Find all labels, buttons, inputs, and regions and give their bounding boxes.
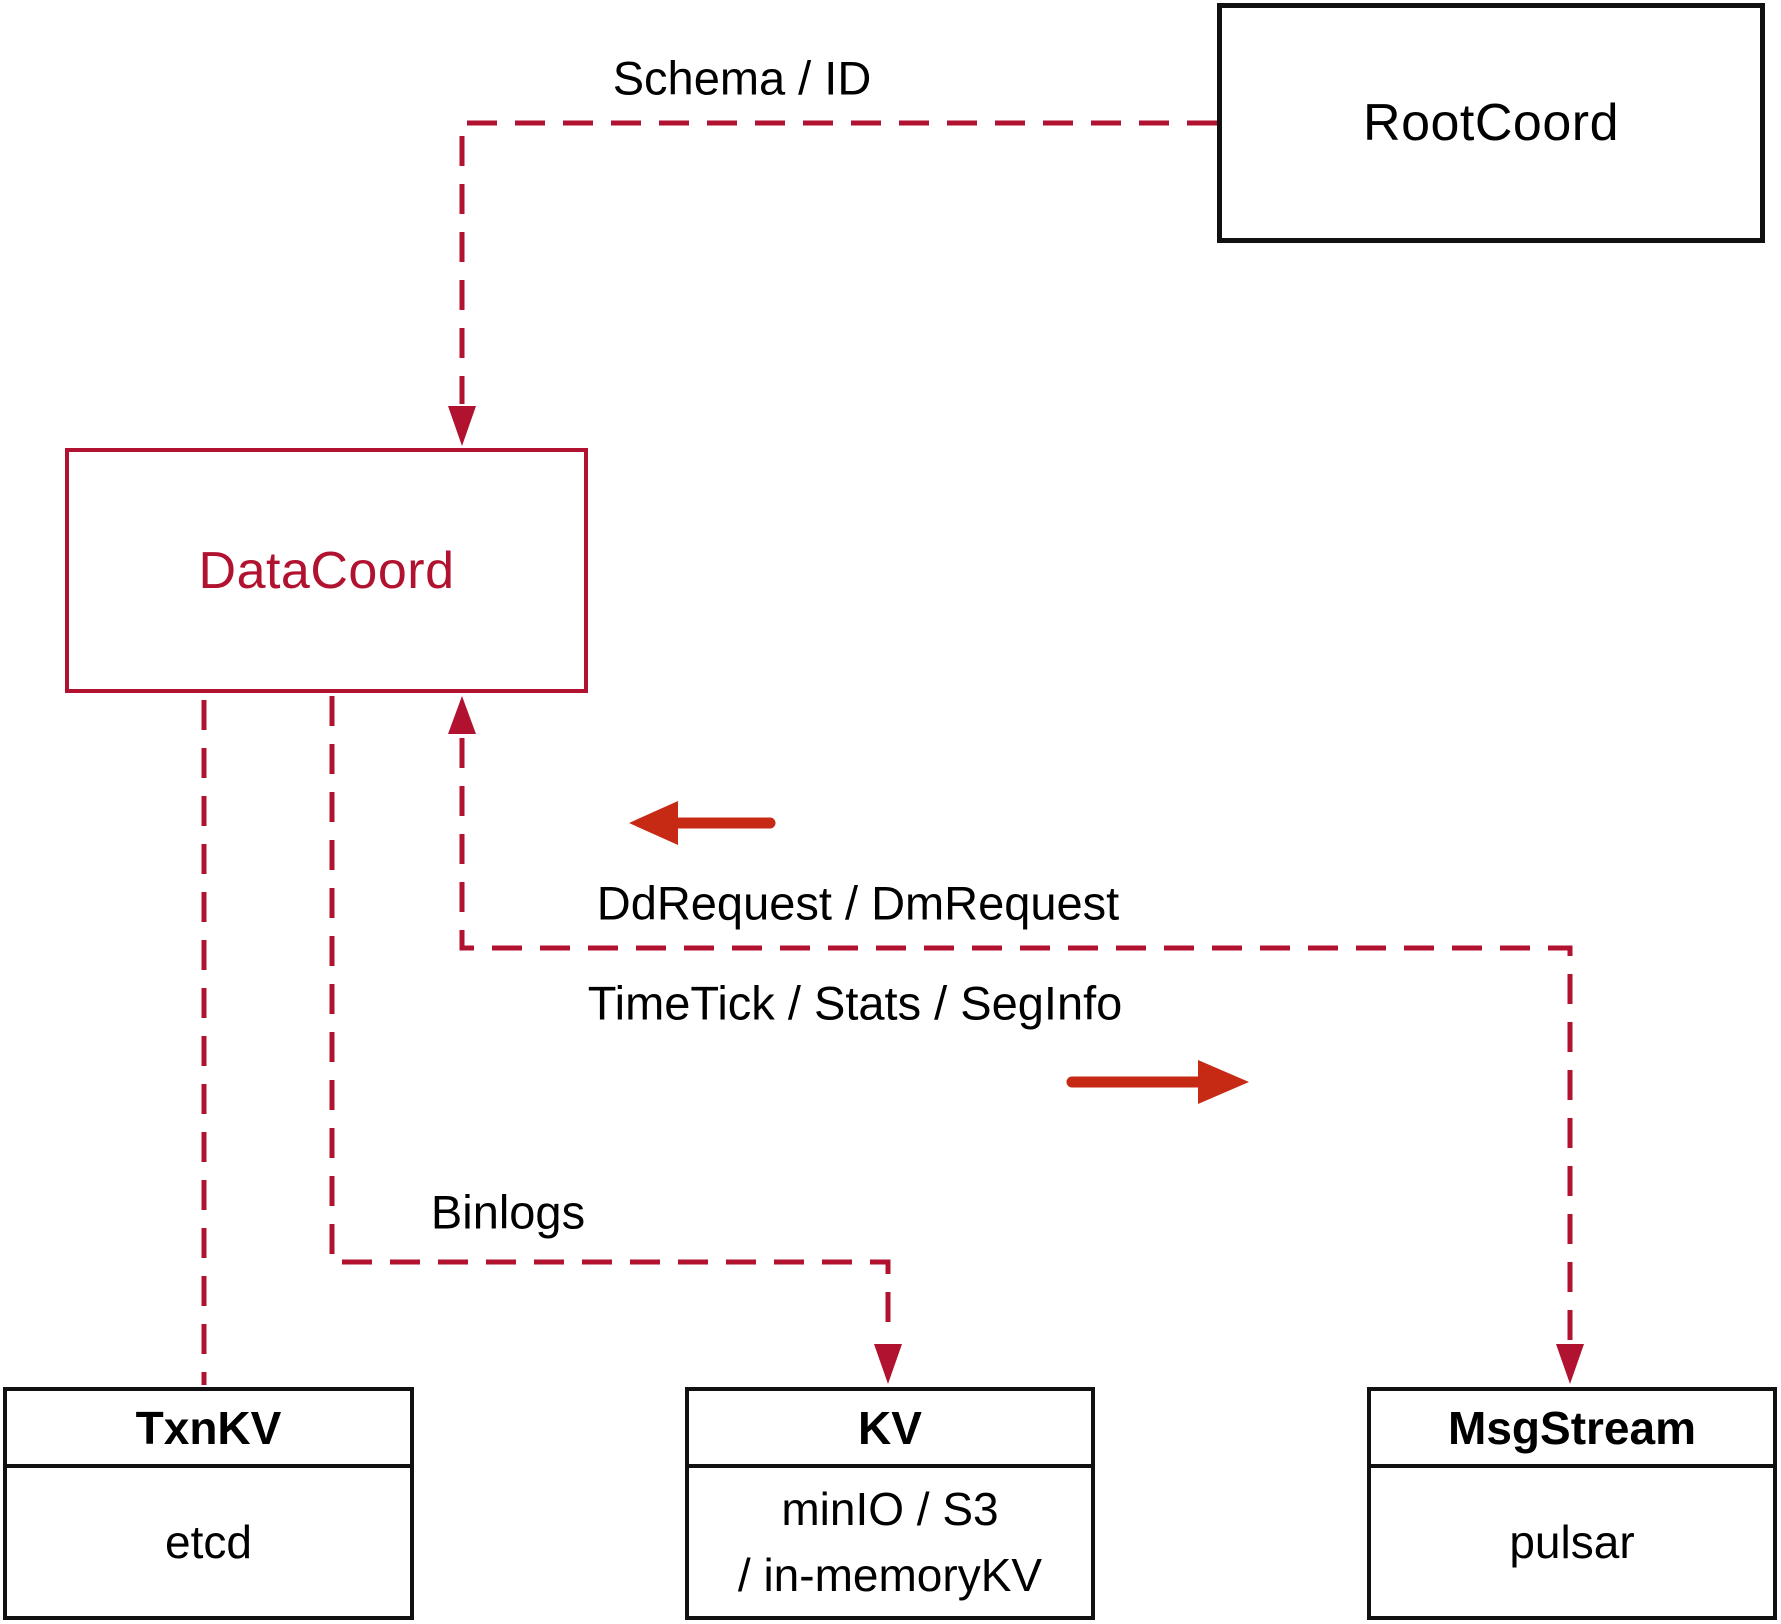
edge-label-ddrequest-dmrequest: DdRequest / DmRequest [596, 876, 1120, 930]
arrow-down-into-datacoord-icon [448, 406, 476, 446]
node-kv: KV minIO / S3 / in-memoryKV [685, 1387, 1095, 1620]
binlogs-connector-line [329, 696, 891, 1340]
arrow-up-into-datacoord-icon [448, 696, 476, 734]
flow-left-arrow-icon [629, 801, 776, 845]
edge-label-timetick-stats-seginfo: TimeTick / Stats / SegInfo [587, 976, 1123, 1030]
node-txnkv: TxnKV etcd [3, 1387, 414, 1620]
kv-impl-line2: / in-memoryKV [737, 1549, 1043, 1601]
txnkv-title: TxnKV [7, 1391, 410, 1468]
flow-right-arrow-icon [1066, 1060, 1249, 1104]
node-datacoord: DataCoord [65, 448, 588, 693]
schema-id-connector-line [459, 120, 1217, 404]
edge-label-binlogs: Binlogs [430, 1185, 586, 1239]
kv-title: KV [689, 1391, 1091, 1468]
datacoord-msgstream-bus-line [459, 738, 1573, 1342]
arrow-down-into-msgstream-icon [1556, 1344, 1584, 1384]
node-rootcoord: RootCoord [1217, 3, 1765, 243]
datacoord-label: DataCoord [198, 541, 455, 600]
kv-impl-line1: minIO / S3 [781, 1483, 999, 1535]
msgstream-impl: pulsar [1509, 1516, 1635, 1568]
arrow-down-into-kv-icon [874, 1344, 902, 1384]
rootcoord-label: RootCoord [1363, 94, 1619, 152]
edge-label-schema-id: Schema / ID [612, 51, 872, 105]
msgstream-title: MsgStream [1371, 1391, 1773, 1468]
node-msgstream: MsgStream pulsar [1367, 1387, 1777, 1620]
txnkv-impl: etcd [165, 1516, 252, 1568]
